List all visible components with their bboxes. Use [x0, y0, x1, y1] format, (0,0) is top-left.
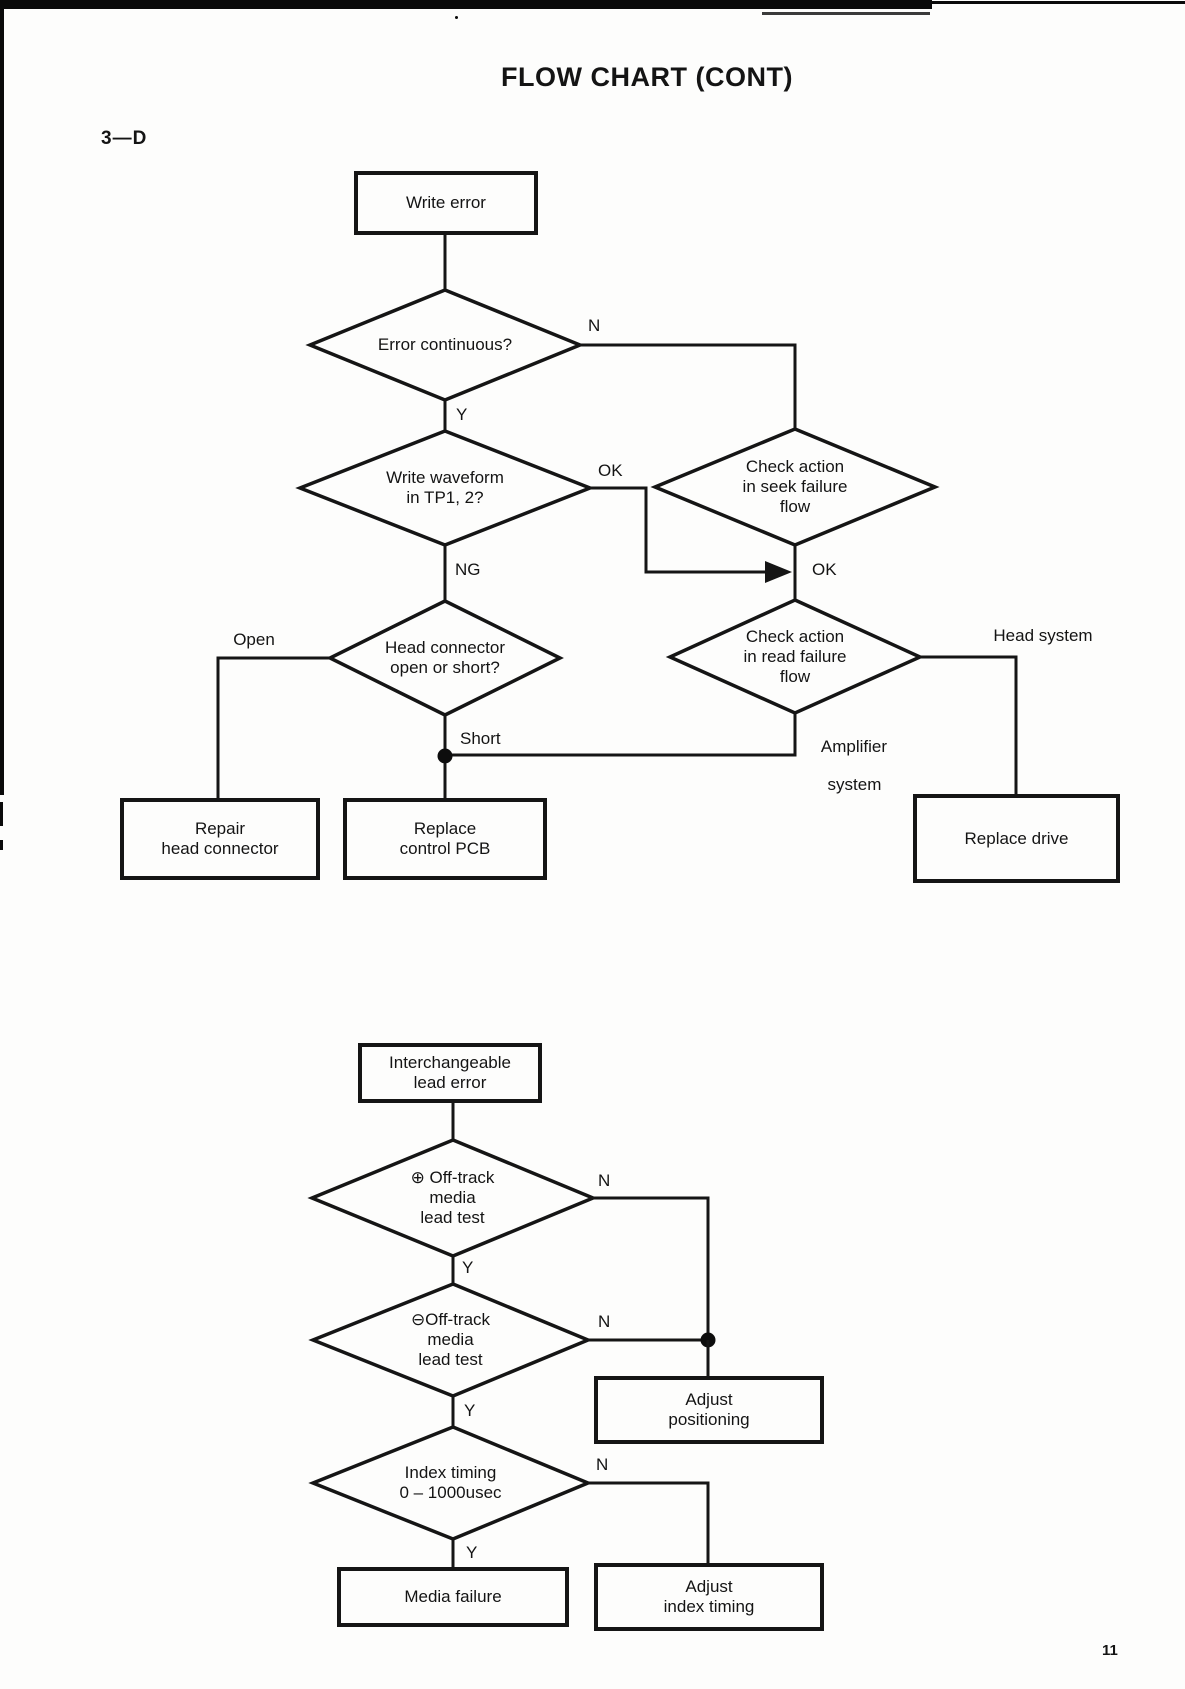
node-label: Index timing: [404, 1463, 497, 1482]
lead-error-box-outline: [358, 1043, 542, 1103]
seek-failure-node: Check action in seek failure flow: [655, 429, 935, 545]
branch-label-line: Amplifier: [820, 737, 888, 756]
node-label: Check action: [745, 457, 845, 476]
branch-label-amplifier-system: Amplifier system: [785, 718, 905, 813]
branch-label-open: Open: [233, 630, 275, 649]
connector-waveform-ok: [590, 486, 778, 574]
node-label: Adjust: [685, 1390, 733, 1409]
node-label: Write error: [406, 193, 486, 212]
head-connector-node: Head connector open or short?: [330, 601, 560, 715]
pcb-box-outline: [343, 798, 547, 880]
scan-artifact-left-bar: [0, 0, 4, 795]
node-label: flow: [779, 497, 811, 516]
node-label: lead test: [418, 1350, 483, 1369]
branch-label-yes: Y: [466, 1543, 478, 1562]
connector-no: [588, 1481, 710, 1565]
branch-label-yes: Y: [456, 405, 468, 424]
node-label: Write waveform: [386, 468, 504, 487]
error-continuous-node: Error continuous?: [310, 290, 580, 400]
scan-artifact-speck: [455, 16, 458, 19]
node-label: Replace: [413, 819, 477, 838]
branch-label-no: N: [588, 316, 601, 335]
scan-artifact-top-bar: [0, 0, 932, 9]
node-label: Repair: [194, 819, 246, 838]
connector-amplifier-system: [445, 713, 797, 757]
adjust-positioning-box-outline: [594, 1376, 824, 1444]
index-timing-node: Index timing 0 – 1000usec: [313, 1427, 588, 1539]
branch-label-ng: NG: [455, 560, 481, 579]
plus-offtrack-node: ⊕ Off-track media lead test: [312, 1140, 593, 1256]
connector-open: [216, 656, 330, 800]
section-label: 3—D: [101, 128, 148, 149]
node-label: media: [427, 1330, 474, 1349]
branch-label-ok: OK: [598, 461, 623, 480]
adjust-index-timing-node: Adjust index timing: [596, 1565, 822, 1629]
drive-box-outline: [913, 794, 1120, 883]
page-number: 11: [1102, 1642, 1118, 1659]
branch-label-yes: Y: [464, 1401, 476, 1420]
node-label: 0 – 1000usec: [399, 1483, 502, 1502]
node-label: Media failure: [404, 1587, 502, 1606]
node-label: Interchangeable: [389, 1053, 511, 1072]
node-label: ⊖Off-track: [410, 1310, 491, 1329]
scan-artifact-left-dash-2: [0, 840, 3, 850]
replace-drive-node: Replace drive: [915, 796, 1118, 881]
node-label: Head connector: [384, 638, 506, 657]
scan-artifact-left-dash-1: [0, 802, 3, 826]
node-label: in TP1, 2?: [406, 488, 484, 507]
interchangeable-lead-error-node: Interchangeable lead error: [360, 1045, 540, 1101]
junction-dot: [437, 748, 453, 764]
branch-label-no: N: [598, 1312, 611, 1331]
adjust-positioning-node: Adjust positioning: [596, 1378, 822, 1442]
read-failure-node: Check action in read failure flow: [670, 600, 920, 713]
connector-no: [593, 1196, 710, 1340]
scan-artifact-top-line: [932, 1, 1185, 4]
branch-label-head-system: Head system: [993, 626, 1093, 645]
connector-head-system: [920, 655, 1018, 796]
node-label: in read failure: [743, 646, 847, 666]
node-label: ⊕ Off-track: [410, 1168, 495, 1187]
node-label: head connector: [161, 839, 279, 858]
repair-head-connector-node: Repair head connector: [122, 800, 318, 878]
branch-label-no: N: [598, 1171, 611, 1190]
adjust-index-box-outline: [594, 1563, 824, 1631]
node-label: index timing: [663, 1597, 755, 1616]
scan-artifact-top-dash: [762, 12, 930, 15]
write-waveform-node: Write waveform in TP1, 2?: [300, 431, 590, 545]
branch-label-short: Short: [460, 729, 501, 748]
branch-label-no: N: [596, 1455, 609, 1474]
media-failure-node: Media failure: [339, 1569, 567, 1625]
node-label: in seek failure: [742, 477, 848, 496]
node-label: lead test: [420, 1208, 485, 1227]
branch-label-line: system: [827, 775, 882, 794]
branch-label-yes: Y: [462, 1258, 474, 1277]
connector-no: [580, 343, 797, 429]
node-label: Error continuous?: [377, 335, 513, 354]
flow-arrowhead: [765, 561, 792, 583]
node-label: media: [429, 1188, 476, 1207]
node-label: open or short?: [390, 658, 500, 677]
replace-control-pcb-node: Replace control PCB: [345, 800, 545, 878]
minus-offtrack-node: ⊖Off-track media lead test: [313, 1284, 588, 1396]
page-title: FLOW CHART (CONT): [501, 62, 793, 92]
node-label: lead error: [413, 1073, 487, 1092]
write-error-node: Write error: [356, 173, 536, 233]
node-label: Replace drive: [964, 828, 1069, 848]
node-label: Adjust: [685, 1577, 733, 1596]
branch-label-ok: OK: [812, 560, 837, 579]
node-label: positioning: [668, 1410, 750, 1429]
node-label: Check action: [745, 626, 845, 646]
node-label: flow: [779, 666, 811, 686]
node-label: control PCB: [399, 839, 491, 858]
repair-box-outline: [120, 798, 320, 880]
media-failure-box-outline: [337, 1567, 569, 1627]
